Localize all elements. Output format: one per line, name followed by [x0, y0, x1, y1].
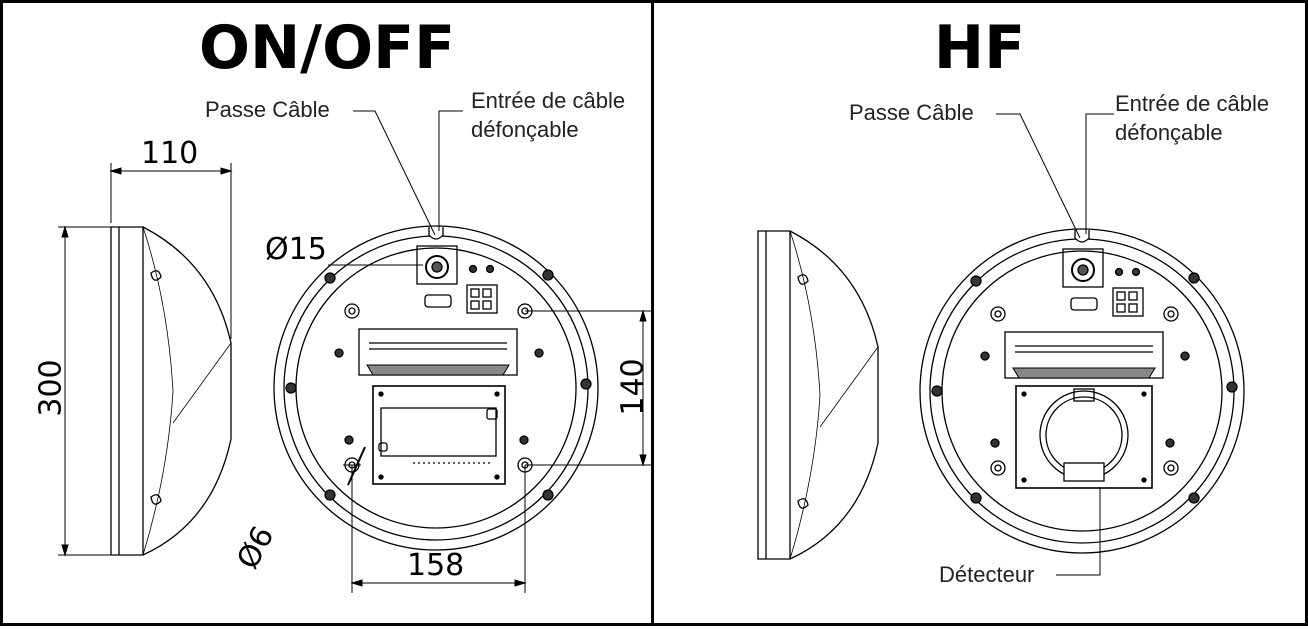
front-view-luminaire: [273, 225, 599, 551]
hf-leaders: [996, 113, 1114, 576]
hf-title: HF: [933, 13, 1026, 83]
vertical-spacing-lines: [525, 309, 651, 467]
passe-cable-label: Passe Câble: [205, 97, 330, 122]
hf-side-view-luminaire: [757, 230, 879, 560]
hole-diameter-dimension: Ø15: [265, 232, 327, 267]
hf-drawing: [757, 113, 1245, 576]
side-view-luminaire: [110, 226, 232, 556]
on-off-panel: ON/OFF: [0, 0, 654, 626]
hf-passe-cable-label: Passe Câble: [849, 100, 974, 125]
vertical-spacing-dimension: 140: [615, 358, 651, 416]
hf-entree-cable-label-line2: défonçable: [1115, 120, 1223, 145]
depth-dimension-lines: [109, 163, 233, 339]
horizontal-spacing-dimension: 158: [407, 548, 465, 583]
on-off-leaders: [328, 110, 463, 486]
hf-front-view-luminaire: [919, 228, 1245, 554]
depth-dimension: 110: [141, 136, 199, 171]
on-off-title: ON/OFF: [198, 13, 456, 83]
entree-cable-label-line1: Entrée de câble: [471, 88, 626, 113]
hf-panel: HF: [651, 0, 1308, 626]
detecteur-label: Détecteur: [939, 562, 1035, 587]
height-dimension: 300: [33, 359, 69, 417]
entree-cable-label-line2: défonçable: [471, 117, 579, 142]
height-dimension-lines: [58, 225, 111, 557]
on-off-drawing: [58, 110, 651, 593]
hf-entree-cable-label-line1: Entrée de câble: [1115, 91, 1270, 116]
horizontal-spacing-lines: [350, 465, 527, 593]
